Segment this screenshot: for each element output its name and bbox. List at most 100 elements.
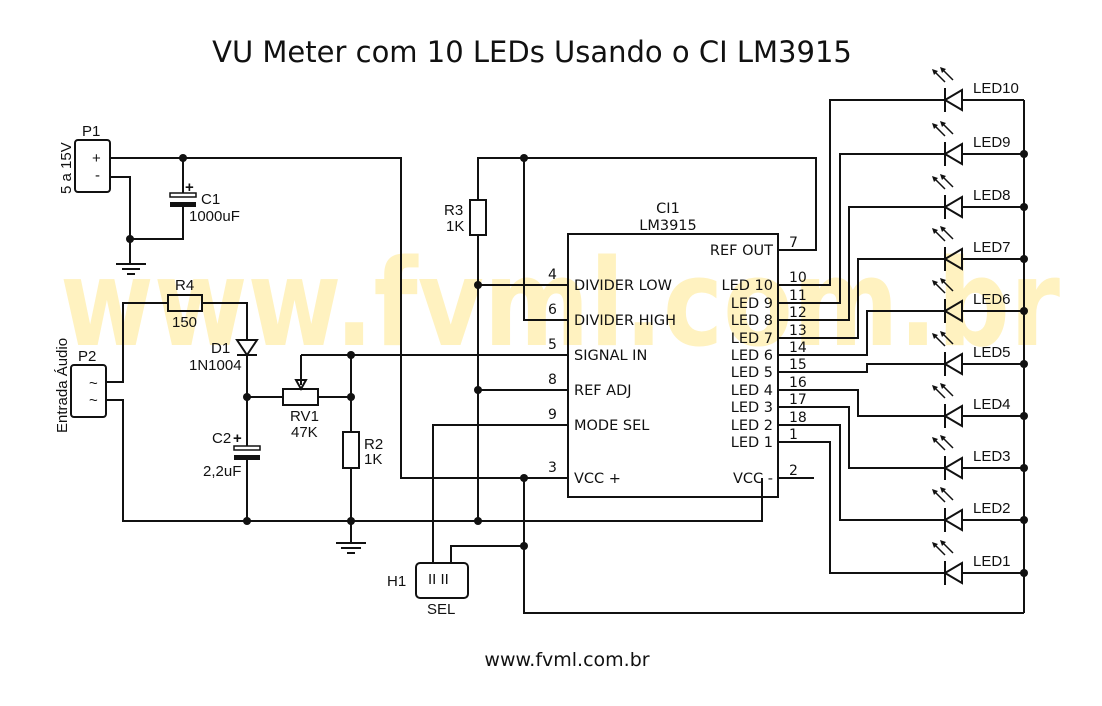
led-led5: LED5 [932, 331, 1028, 376]
led-label: LED2 [973, 500, 1011, 517]
r4-value: 150 [172, 314, 197, 331]
ic-pin-number: 13 [789, 323, 807, 339]
ic-pin-label: LED 3 [731, 400, 773, 416]
led-led7: LED7 [932, 226, 1028, 271]
led-trace [800, 206, 945, 321]
led-trace [800, 153, 945, 304]
c1-polarity: + [185, 179, 194, 196]
ic-pin-number: 4 [548, 267, 557, 283]
resistor-r3: R3 1K [444, 199, 487, 236]
c2-polarity: + [233, 430, 242, 447]
led-label: LED10 [973, 80, 1019, 97]
ic-pin-label: LED 8 [731, 313, 773, 329]
led-column: LED10LED9LED8LED7LED6LED5LED4LED3LED2LED… [932, 67, 1028, 585]
ic-pin-number: 5 [548, 337, 557, 353]
ic-pin-label: LED 1 [731, 435, 773, 451]
led-led8: LED8 [932, 174, 1028, 219]
ic-pin-number: 1 [789, 427, 798, 443]
ic-ref: CI1 [656, 201, 680, 217]
footer-url[interactable]: www.fvml.com.br [484, 649, 649, 671]
led-label: LED6 [973, 291, 1011, 308]
c1-value: 1000uF [189, 208, 240, 225]
ic-pin-number: 9 [548, 407, 557, 423]
led-trace [800, 406, 945, 469]
h1-pins: II II [428, 571, 449, 588]
light-emission-icon [932, 331, 954, 347]
led-led1: LED1 [932, 540, 1028, 585]
jumper-h1[interactable]: H1 II II SEL [387, 562, 469, 618]
d1-value: 1N1004 [189, 357, 242, 374]
light-emission-icon [932, 278, 954, 294]
led-led4: LED4 [932, 383, 1028, 428]
ic-pin-label: LED 6 [731, 348, 773, 364]
ic-pin-label: LED 2 [731, 418, 773, 434]
ic-pin-number: 8 [548, 372, 557, 388]
p2-pin1: ~ [89, 375, 98, 392]
ground-icon [336, 542, 366, 554]
ic-pin-number: 18 [789, 410, 807, 426]
ic-pin-number: 10 [789, 270, 807, 286]
p1-plus: + [92, 150, 101, 167]
potentiometer-rv1: RV1 47K [247, 355, 351, 441]
page-title: VU Meter com 10 LEDs Usando o CI LM3915 [212, 35, 852, 69]
led-label: LED9 [973, 134, 1011, 151]
c1-ref: C1 [201, 191, 220, 208]
led-led10: LED10 [932, 67, 1024, 112]
r3-value: 1K [446, 218, 464, 235]
capacitor-c2: C2 + 2,2uF [203, 430, 261, 480]
led-trace [800, 258, 945, 339]
ic-pin-label: DIVIDER HIGH [574, 313, 676, 329]
p1-minus: - [95, 167, 100, 184]
r2-ref: R2 [364, 436, 383, 453]
led-trace [800, 310, 945, 356]
led-trace [800, 363, 945, 373]
ic-pin-number: 2 [789, 463, 798, 479]
ic-pin-label: MODE SEL [574, 418, 649, 434]
c2-ref: C2 [212, 430, 231, 447]
watermark: www.fvml.com.br [60, 235, 1060, 374]
ic-pin-label: SIGNAL IN [574, 348, 647, 364]
ic-pin-label: REF OUT [710, 243, 773, 259]
ic-pin-number: 11 [789, 288, 807, 304]
led-label: LED5 [973, 344, 1011, 361]
ic-pin-label: LED 9 [731, 296, 773, 312]
ic-pin-number: 3 [548, 460, 557, 476]
led-led9: LED9 [932, 121, 1028, 166]
rv1-value: 47K [291, 424, 318, 441]
led-label: LED7 [973, 239, 1011, 256]
ic-pin-label: VCC - [733, 471, 773, 487]
diode-d1: D1 1N1004 [189, 339, 259, 374]
ic-pin-label: REF ADJ [574, 383, 632, 399]
light-emission-icon [932, 540, 954, 556]
ic-pin-label: LED 5 [731, 365, 773, 381]
light-emission-icon [932, 487, 954, 503]
ic-pin-number: 6 [548, 302, 557, 318]
led-label: LED3 [973, 448, 1011, 465]
ic-pin-label: LED 4 [731, 383, 773, 399]
r2-value: 1K [364, 451, 382, 468]
h1-ref: H1 [387, 573, 406, 590]
p2-pin2: ~ [89, 392, 98, 409]
ic-pin-label: DIVIDER LOW [574, 278, 672, 294]
led-traces [800, 99, 945, 574]
ic-pin-label: LED 10 [722, 278, 773, 294]
led-led3: LED3 [932, 435, 1028, 480]
c2-value: 2,2uF [203, 463, 241, 480]
resistor-r2: R2 1K [342, 431, 383, 469]
led-label: LED8 [973, 187, 1011, 204]
led-led6: LED6 [932, 278, 1028, 323]
led-trace [800, 424, 945, 521]
led-trace [800, 441, 945, 574]
ic-pin-number: 17 [789, 392, 807, 408]
audio-connector-p2: P2 Entrada Áudio ~ ~ [54, 338, 107, 433]
light-emission-icon [932, 174, 954, 190]
ic-pin-number: 12 [789, 305, 807, 321]
p2-ref: P2 [78, 348, 96, 365]
h1-label: SEL [427, 601, 455, 618]
light-emission-icon [932, 383, 954, 399]
led-trace [800, 389, 945, 417]
capacitor-c1: + C1 1000uF [169, 158, 240, 225]
r3-ref: R3 [444, 202, 463, 219]
